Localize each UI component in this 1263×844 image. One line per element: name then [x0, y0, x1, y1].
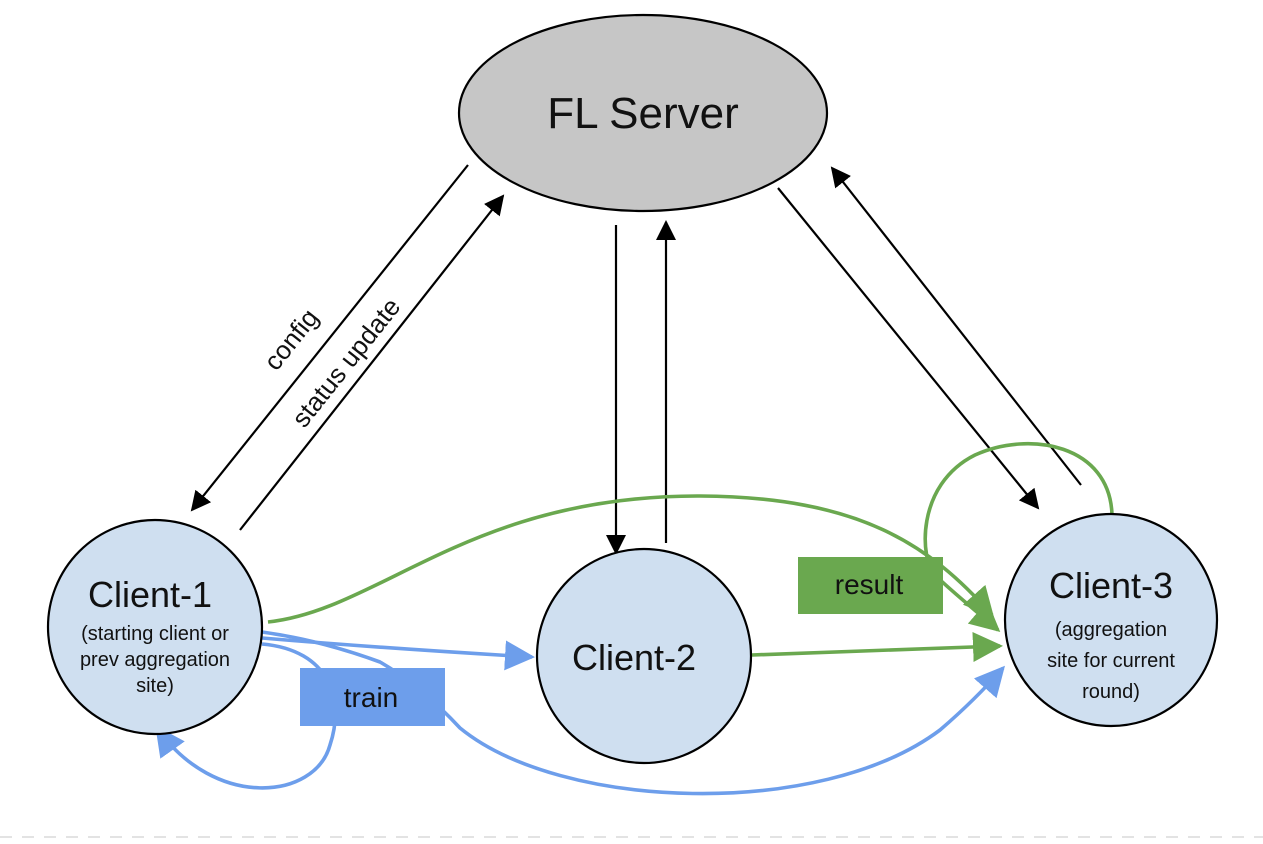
client-3-circle [1003, 512, 1219, 728]
result-client1-to-client3 [267, 494, 994, 624]
result-badge: result [798, 557, 943, 614]
train-badge: train [300, 668, 445, 726]
result-badge-label: result [835, 569, 904, 600]
client-1-node: Client-1 (starting client or prev aggreg… [46, 518, 264, 736]
config-arrow [190, 164, 469, 512]
client-1-label: Client-1 [88, 574, 212, 615]
result-flows [267, 442, 1114, 662]
train-badge-label: train [344, 682, 398, 713]
train-self-loop [155, 642, 338, 790]
client-2-node: Client-2 [535, 547, 753, 765]
client-3-sub-3: round) [1082, 681, 1140, 703]
server-to-client3-arrow [777, 187, 1040, 510]
train-flows [155, 630, 1005, 796]
result-client2-to-client3 [751, 631, 1003, 662]
server-ellipse [457, 13, 829, 213]
client3-to-server-arrow [830, 166, 1082, 486]
client-3-sub-2: site for current [1047, 650, 1175, 672]
client-3-sub-1: (aggregation [1055, 619, 1167, 641]
client-3-node: Client-3 (aggregation site for current r… [1003, 512, 1219, 728]
client-1-sub-1: (starting client or [81, 623, 229, 645]
train-badge-box [300, 668, 445, 726]
server-label: FL Server [547, 89, 739, 138]
client-2-label: Client-2 [572, 637, 696, 678]
train-client1-to-client2 [261, 636, 535, 671]
status-update-arrow [239, 194, 505, 531]
control-arrows [190, 164, 1082, 555]
client-1-sub-3: site) [136, 675, 174, 697]
result-badge-box [798, 557, 943, 614]
client-2-circle [535, 547, 753, 765]
config-edge-label: config [258, 303, 325, 376]
client-3-label: Client-3 [1049, 565, 1173, 606]
client-1-circle [46, 518, 264, 736]
server-node: FL Server [457, 13, 829, 213]
result-self-loop [923, 442, 1114, 632]
client-1-sub-2: prev aggregation [80, 649, 230, 671]
train-client1-to-client3 [261, 630, 1005, 796]
